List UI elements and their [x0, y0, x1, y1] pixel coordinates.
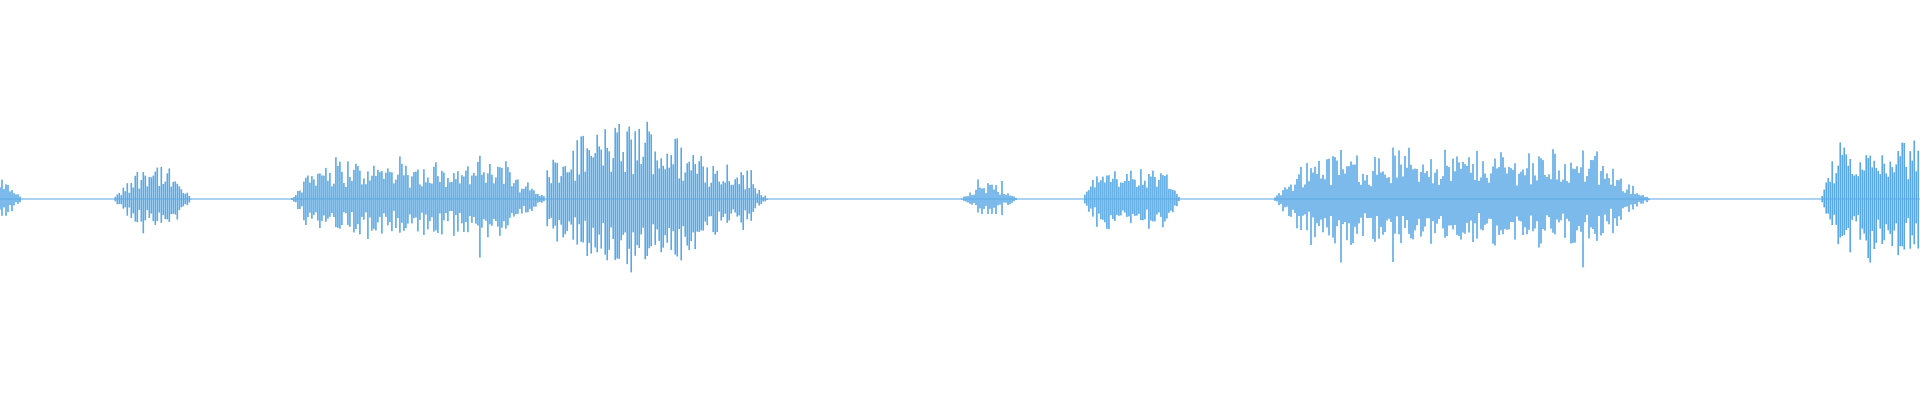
waveform-bars — [0, 121, 1919, 273]
